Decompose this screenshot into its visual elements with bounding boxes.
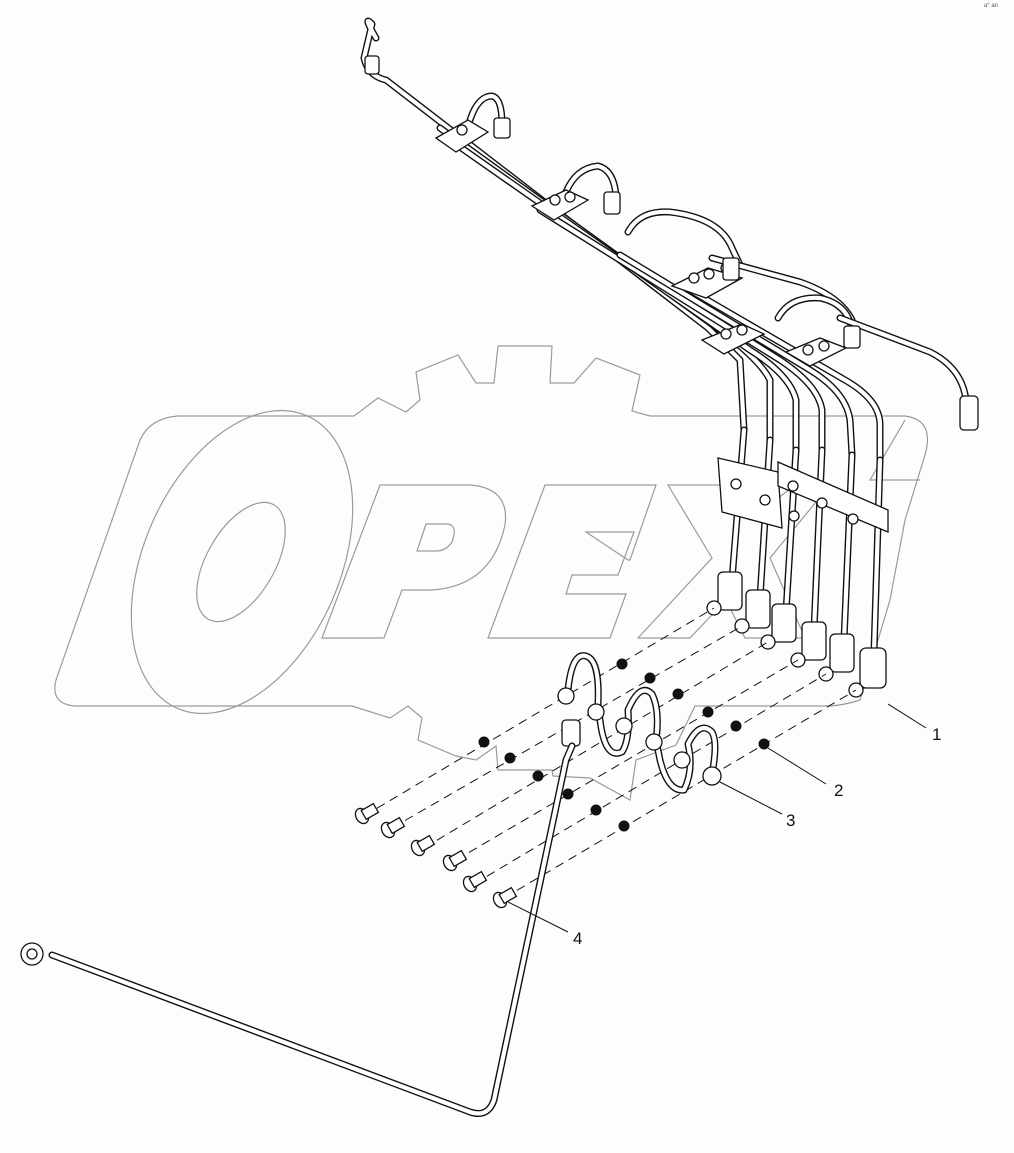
leader-4 bbox=[507, 901, 569, 933]
leader-2 bbox=[767, 747, 827, 785]
banjo-bolts bbox=[354, 802, 518, 909]
watermark-letter-o-outer bbox=[130, 409, 354, 715]
leader-1 bbox=[887, 703, 927, 729]
top-fittings bbox=[364, 55, 979, 431]
corner-mark: a° an bbox=[983, 3, 998, 9]
callout-2: 2 bbox=[834, 781, 844, 800]
watermark-letter-p-hole bbox=[416, 523, 455, 552]
lower-clamp-bar-right bbox=[777, 461, 889, 533]
lower-clamp-bar-left bbox=[717, 457, 783, 529]
watermark-plate-edge bbox=[868, 419, 920, 481]
rail-pipes bbox=[360, 17, 970, 656]
leader-3 bbox=[719, 781, 783, 815]
return-line bbox=[20, 742, 576, 1117]
watermark-letter-o-inner bbox=[196, 501, 286, 623]
pipe-clamps bbox=[434, 119, 889, 533]
watermark-plate-outline bbox=[54, 345, 929, 801]
assembly-lines bbox=[363, 607, 857, 899]
watermark-letter-p bbox=[321, 484, 507, 639]
callout-3: 3 bbox=[786, 811, 796, 830]
elbow-fittings bbox=[706, 571, 887, 698]
watermark-logo bbox=[54, 345, 929, 801]
banjo-loop-pipes bbox=[557, 652, 722, 794]
sealing-washers bbox=[478, 658, 770, 832]
watermark-letter-e bbox=[487, 484, 657, 639]
clamp-1 bbox=[434, 119, 490, 153]
leader-lines bbox=[507, 703, 927, 933]
callout-1: 1 bbox=[932, 725, 942, 744]
callout-4: 4 bbox=[573, 929, 583, 948]
